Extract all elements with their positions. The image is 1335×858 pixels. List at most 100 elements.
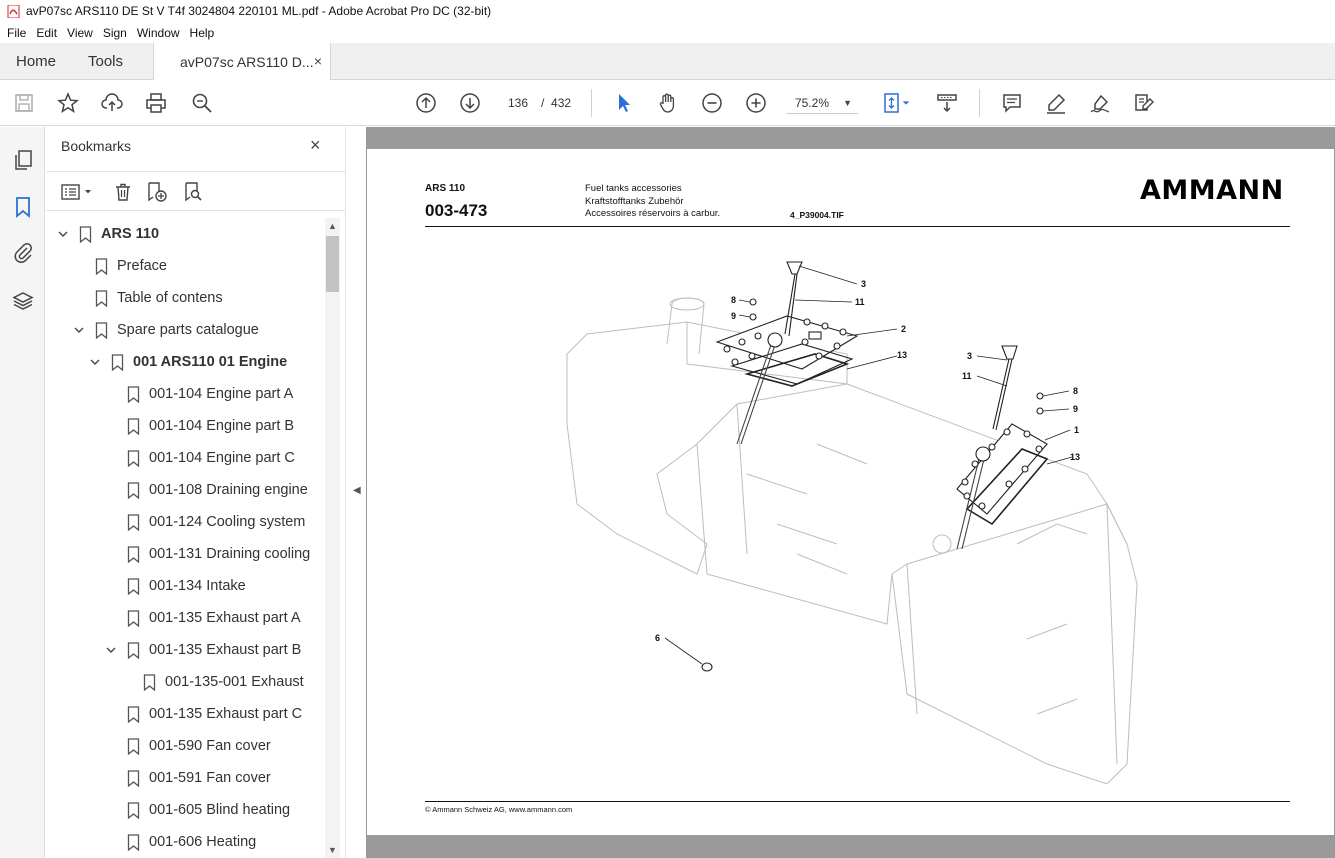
bookmark-item[interactable]: Preface [72,250,167,282]
chevron-down-icon[interactable] [56,227,70,241]
bookmark-item[interactable]: 001-605 Blind heating [104,794,290,826]
bookmark-options-icon[interactable] [60,181,96,203]
collapse-panel-icon[interactable]: ◀ [353,485,361,496]
chevron-down-icon[interactable] [72,323,86,337]
page-title-fr: Accessoires réservoirs à carbur. [585,208,721,219]
scrollbar-thumb[interactable] [326,236,339,292]
next-page-icon[interactable] [458,91,482,115]
bookmark-item[interactable]: 001-124 Cooling system [104,506,305,538]
close-tab-icon[interactable]: × [313,53,322,69]
bookmark-item[interactable]: 001-606 Heating [104,826,256,858]
bookmark-icon [94,321,108,339]
zoom-level-select[interactable]: 75.2% ▼ [786,92,858,114]
bookmark-label: Spare parts catalogue [117,322,259,338]
bookmark-item[interactable]: 001-591 Fan cover [104,762,271,794]
chevron-down-icon[interactable] [900,91,912,115]
star-icon[interactable] [56,91,80,115]
zoom-in-icon[interactable] [744,91,768,115]
chevron-down-icon[interactable] [104,643,118,657]
bookmark-item[interactable]: 001-590 Fan cover [104,730,271,762]
panel-splitter[interactable]: ◀ [345,127,365,858]
menu-help[interactable]: Help [189,25,215,40]
bookmark-icon [110,353,124,371]
bookmark-item[interactable]: ARS 110 [56,218,159,250]
tab-tools[interactable]: Tools [88,53,124,70]
menu-view[interactable]: View [67,25,93,40]
tree-spacer [104,707,118,721]
bookmark-icon [126,449,140,467]
comment-icon[interactable] [1000,91,1024,115]
scroll-up-icon[interactable]: ▲ [328,221,337,231]
document-view[interactable]: ARS 110 003-473 Fuel tanks accessories K… [366,127,1335,858]
bookmark-icon [126,737,140,755]
chevron-down-icon[interactable] [88,355,102,369]
delete-bookmark-icon[interactable] [112,181,134,203]
bookmarks-scrollbar[interactable]: ▲ ▼ [325,218,340,858]
upload-cloud-icon[interactable] [100,91,124,115]
tab-document[interactable]: avP07sc ARS110 D... × [153,43,331,81]
menu-sign[interactable]: Sign [102,25,127,40]
bookmark-item[interactable]: 001-104 Engine part B [104,410,294,442]
new-bookmark-icon[interactable] [146,181,168,203]
scroll-mode-icon[interactable] [935,91,959,115]
draw-sign-icon[interactable] [1088,91,1112,115]
save-icon[interactable] [12,91,36,115]
bookmark-icon [126,609,140,627]
total-pages: / 432 [541,96,571,110]
print-icon[interactable] [144,91,168,115]
scroll-down-icon[interactable]: ▼ [328,845,337,855]
bookmark-item[interactable]: 001-135 Exhaust part A [104,602,301,634]
bookmark-label: 001-104 Engine part C [149,450,295,466]
menu-window[interactable]: Window [136,25,180,40]
bookmark-item[interactable]: 001-104 Engine part A [104,378,293,410]
current-page-input[interactable]: 136 [500,92,536,114]
bookmark-item[interactable]: 001-108 Draining engine [104,474,308,506]
bookmark-icon [126,545,140,563]
bookmark-icon [126,705,140,723]
previous-page-icon[interactable] [414,91,438,115]
fit-page-icon[interactable] [880,91,904,115]
bookmark-item[interactable]: Table of contens [72,282,223,314]
zoom-level-value: 75.2% [795,95,830,110]
bookmark-label: 001-591 Fan cover [149,770,271,786]
tab-home[interactable]: Home [16,53,57,70]
chevron-down-icon: ▼ [843,98,852,108]
find-bookmark-icon[interactable] [182,181,204,203]
bookmark-label: Table of contens [117,290,223,306]
bookmark-label: 001-135 Exhaust part C [149,706,303,722]
bookmark-item[interactable]: 001-104 Engine part C [104,442,295,474]
bookmark-icon [126,641,140,659]
bookmark-icon [126,833,140,851]
tree-spacer [104,771,118,785]
bookmark-item[interactable]: 001-135-001 Exhaust [120,666,304,698]
hand-tool-icon[interactable] [656,91,680,115]
page-thumbnails-icon[interactable] [10,147,36,173]
callout-3b: 3 [967,351,972,361]
page-title-de: Kraftstofftanks Zubehör [585,196,684,207]
zoom-out-icon[interactable] [700,91,724,115]
tree-spacer [104,451,118,465]
highlight-pen-icon[interactable] [1044,91,1068,115]
bookmark-item[interactable]: 001 ARS110 01 Engine [88,346,287,378]
bookmark-item[interactable]: 001-135 Exhaust part B [104,634,301,666]
attachments-paperclip-icon[interactable] [10,240,36,266]
layers-icon[interactable] [10,288,36,314]
drawing-file-ref: 4_P39004.TIF [790,210,844,220]
bookmarks-icon[interactable] [10,194,36,220]
tab-document-label: avP07sc ARS110 D... [180,54,314,70]
close-icon[interactable]: × [310,135,321,155]
bookmark-icon [126,801,140,819]
callout-9b: 9 [1073,404,1078,414]
bookmark-item[interactable]: 001-134 Intake [104,570,246,602]
menu-edit[interactable]: Edit [36,25,58,40]
bookmark-item[interactable]: 001-135 Exhaust part C [104,698,302,730]
bookmark-icon [126,417,140,435]
bookmark-item[interactable]: Spare parts catalogue [72,314,259,346]
menu-file[interactable]: File [7,25,27,40]
edit-pdf-icon[interactable] [1132,91,1156,115]
callout-13: 13 [897,350,907,360]
callout-8b: 8 [1073,386,1078,396]
select-cursor-icon[interactable] [612,91,636,115]
bookmark-item[interactable]: 001-131 Draining cooling [104,538,310,570]
find-zoom-icon[interactable] [190,91,214,115]
